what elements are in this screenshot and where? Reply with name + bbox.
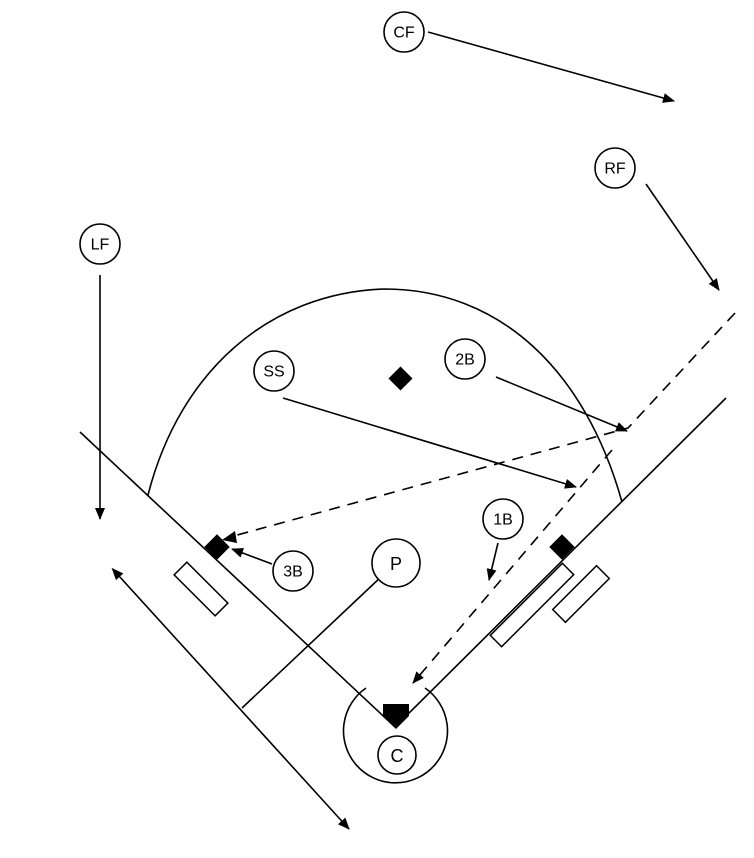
throw-path [229, 312, 736, 538]
player-2b: 2B [444, 338, 486, 380]
field [79, 288, 727, 830]
home-plate-circle [342, 687, 449, 784]
pitcher-to-fence-line [241, 575, 383, 709]
first-side-box-far [551, 564, 611, 624]
player-1b-label: 1B [493, 512, 513, 529]
player-p: P [371, 538, 421, 588]
player-rf: RF [594, 147, 636, 189]
rf-arrow [645, 183, 720, 291]
player-3b-circle [272, 550, 314, 592]
player-c-circle [377, 735, 417, 775]
player-2b-label: 2B [455, 352, 475, 369]
player-rf-circle [594, 147, 636, 189]
third-side-box [173, 561, 229, 617]
player-1b: 1B [482, 498, 524, 540]
player-lf: LF [79, 223, 121, 265]
player-3b: 3B [272, 550, 314, 592]
player-cf-label: CF [393, 25, 415, 42]
movement-arrows [95, 31, 720, 581]
player-p-label: P [390, 554, 402, 574]
first-base-line [394, 397, 727, 728]
third-base-bag [204, 534, 230, 560]
player-cf-circle [383, 11, 425, 53]
player-lf-label: LF [91, 237, 110, 254]
player-3b-label: 3B [283, 564, 303, 581]
cf-arrow [427, 31, 675, 103]
player-ss-label: SS [263, 364, 284, 381]
player-p-circle [371, 538, 421, 588]
player-ss-circle [253, 350, 295, 392]
player-2b-circle [444, 338, 486, 380]
player-lf-circle [79, 223, 121, 265]
player-c: C [377, 735, 417, 775]
player-cf: CF [383, 11, 425, 53]
third-base-arrow [231, 548, 273, 565]
relay-path [412, 449, 613, 684]
player-1b-circle [482, 498, 524, 540]
infield-arc [147, 288, 623, 503]
player-rf-label: RF [604, 161, 626, 178]
player-ss: SS [253, 350, 295, 392]
player-c-label: C [391, 746, 404, 766]
first-base-bag [549, 534, 575, 560]
second-base-bag [388, 366, 413, 391]
throw-path-arrowhead [222, 531, 237, 543]
second-base-arrow [495, 376, 628, 432]
ss-arrow [282, 397, 577, 489]
home-plate [383, 704, 409, 729]
left-foul-arrow [111, 567, 350, 830]
first-side-box-near [489, 562, 575, 648]
first-base-arrow [486, 542, 499, 581]
third-base-line [79, 431, 396, 728]
